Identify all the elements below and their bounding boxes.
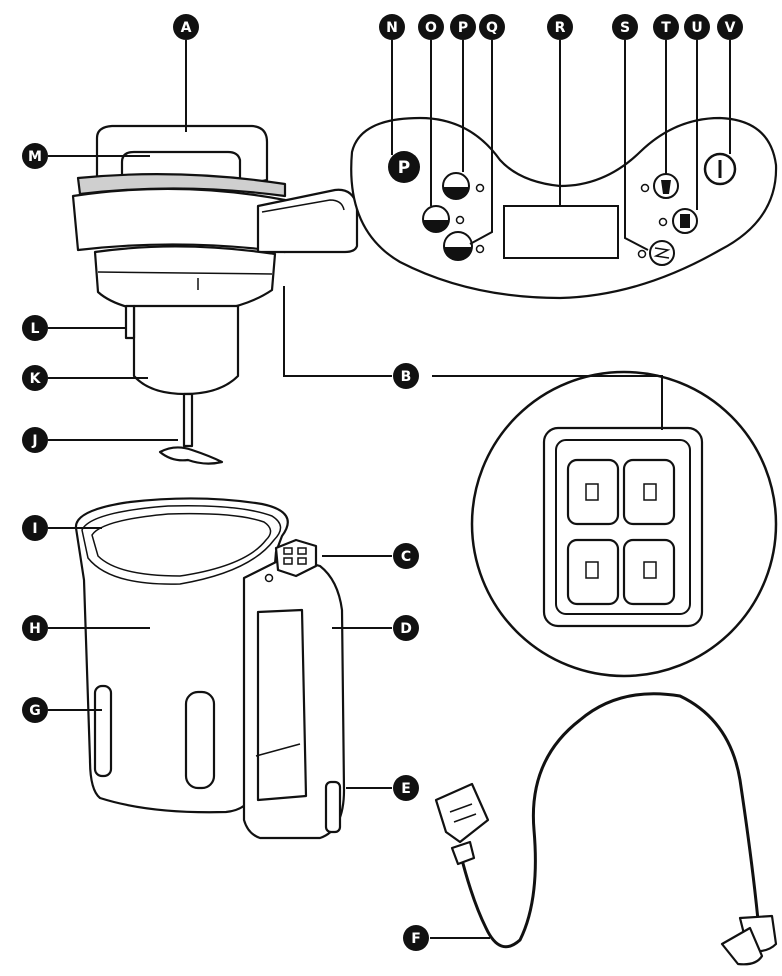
callout-label: D <box>400 621 412 637</box>
callout-R: R <box>547 14 573 40</box>
callout-label: P <box>458 20 468 36</box>
callout-J: J <box>22 427 48 453</box>
callout-I: I <box>22 515 48 541</box>
program-icon[interactable]: P <box>388 151 420 183</box>
callout-T: T <box>653 14 679 40</box>
pulse-icon[interactable] <box>637 240 675 266</box>
connector-detail-magnified <box>470 370 778 678</box>
chunky-soup-icon[interactable] <box>422 205 465 233</box>
callout-label: H <box>29 621 41 637</box>
callout-A: A <box>173 14 199 40</box>
callout-U: U <box>684 14 710 40</box>
callout-N: N <box>379 14 405 40</box>
callout-label: L <box>31 321 40 337</box>
callout-G: G <box>22 697 48 723</box>
callout-H: H <box>22 615 48 641</box>
callout-C: C <box>393 543 419 569</box>
callout-label: J <box>31 433 37 449</box>
program-symbol: P <box>398 158 410 178</box>
callout-label: C <box>401 549 411 565</box>
callout-label: V <box>725 20 736 36</box>
blend-icon[interactable] <box>443 231 485 261</box>
callout-V: V <box>717 14 743 40</box>
callout-label: A <box>181 20 192 36</box>
smooth-soup-icon[interactable] <box>442 172 485 200</box>
callout-label: Q <box>486 20 498 36</box>
power-cord <box>434 692 778 966</box>
callout-label: M <box>28 149 42 165</box>
display-screen <box>503 205 619 259</box>
callout-label: K <box>30 371 42 387</box>
callout-label: S <box>620 20 630 36</box>
callout-E: E <box>393 775 419 801</box>
jug-body <box>74 497 346 840</box>
callout-label: E <box>401 781 411 797</box>
callout-label: F <box>411 931 421 947</box>
callout-K: K <box>22 365 48 391</box>
callout-B: B <box>393 363 419 389</box>
power-icon[interactable] <box>703 152 737 186</box>
callout-S: S <box>612 14 638 40</box>
callout-O: O <box>418 14 444 40</box>
callout-Q: Q <box>479 14 505 40</box>
callout-L: L <box>22 315 48 341</box>
leader-lines <box>48 40 731 939</box>
control-panel: P <box>350 116 778 300</box>
callout-D: D <box>393 615 419 641</box>
motor-head-lid <box>71 124 359 465</box>
callout-F: F <box>403 925 429 951</box>
callout-M: M <box>22 143 48 169</box>
callout-label: T <box>661 20 671 36</box>
callout-label: N <box>386 20 398 36</box>
callout-label: I <box>32 521 37 537</box>
callout-label: O <box>425 20 437 36</box>
callout-label: U <box>691 20 702 36</box>
callout-label: G <box>29 703 41 719</box>
callout-label: R <box>555 20 566 36</box>
keep-warm-icon[interactable] <box>658 208 698 234</box>
callout-label: B <box>401 369 412 385</box>
callout-P: P <box>450 14 476 40</box>
